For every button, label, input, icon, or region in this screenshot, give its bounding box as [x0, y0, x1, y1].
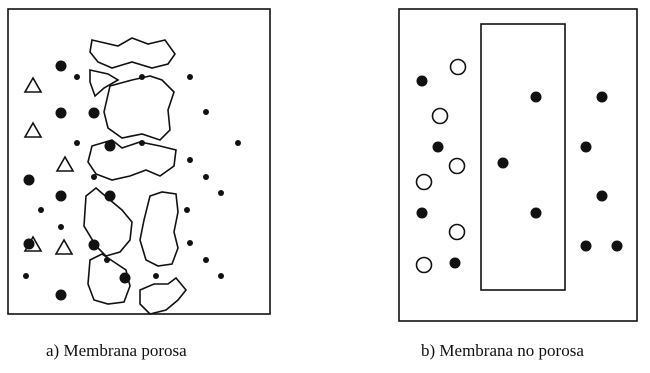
dense-membrane	[480, 23, 566, 291]
small-filled-particle	[38, 207, 44, 213]
triangle-particle	[55, 155, 75, 172]
small-filled-particle	[203, 174, 209, 180]
small-filled-particle	[187, 157, 193, 163]
large-filled-particle	[88, 107, 100, 119]
small-filled-particle	[235, 140, 241, 146]
large-filled-particle	[55, 60, 67, 72]
panel-a	[7, 8, 271, 315]
small-filled-particle	[203, 109, 209, 115]
small-filled-particle	[218, 273, 224, 279]
panel-a-particles	[23, 60, 241, 301]
small-filled-particle	[184, 207, 190, 213]
open-particle	[448, 157, 466, 175]
membrane-grain	[139, 276, 188, 315]
filled-particle	[580, 141, 592, 153]
filled-particle	[530, 91, 542, 103]
large-filled-particle	[104, 190, 116, 202]
open-particle	[448, 223, 466, 241]
small-filled-particle	[104, 257, 110, 263]
panel-b-particles	[416, 75, 623, 269]
caption-porous-membrane: a) Membrana porosa	[46, 341, 187, 360]
small-filled-particle	[74, 74, 80, 80]
open-particle	[415, 173, 433, 191]
large-filled-particle	[55, 107, 67, 119]
filled-particle	[580, 240, 592, 252]
filled-particle	[432, 141, 444, 153]
large-filled-particle	[104, 140, 116, 152]
large-filled-particle	[23, 174, 35, 186]
small-filled-particle	[187, 240, 193, 246]
large-filled-particle	[119, 272, 131, 284]
open-particle	[431, 107, 449, 125]
triangle-particle	[23, 121, 43, 138]
small-filled-particle	[203, 257, 209, 263]
membrane-grain	[139, 191, 179, 267]
filled-particle	[611, 240, 623, 252]
filled-particle	[497, 157, 509, 169]
small-filled-particle	[153, 273, 159, 279]
membrane-grain	[87, 139, 177, 181]
small-filled-particle	[139, 74, 145, 80]
large-filled-particle	[23, 238, 35, 250]
triangle-particle	[23, 76, 43, 93]
filled-particle	[596, 91, 608, 103]
small-filled-particle	[74, 140, 80, 146]
small-filled-particle	[139, 140, 145, 146]
membrane-grain	[89, 69, 120, 98]
open-particle	[449, 58, 467, 76]
small-filled-particle	[58, 224, 64, 230]
caption-non-porous-membrane: b) Membrana no porosa	[421, 341, 584, 360]
filled-particle	[416, 207, 428, 219]
large-filled-particle	[55, 289, 67, 301]
membrane-grain	[89, 37, 176, 69]
membrane-grain	[103, 75, 175, 141]
small-filled-particle	[91, 174, 97, 180]
filled-particle	[596, 190, 608, 202]
large-filled-particle	[55, 190, 67, 202]
triangle-particle	[54, 238, 74, 255]
small-filled-particle	[23, 273, 29, 279]
panel-b-frame	[398, 8, 638, 322]
filled-particle	[449, 257, 461, 269]
large-filled-particle	[88, 239, 100, 251]
small-filled-particle	[218, 190, 224, 196]
small-filled-particle	[187, 74, 193, 80]
filled-particle	[416, 75, 428, 87]
panel-b	[398, 8, 638, 322]
open-particle	[415, 256, 433, 274]
filled-particle	[530, 207, 542, 219]
panel-a-frame	[7, 8, 271, 315]
